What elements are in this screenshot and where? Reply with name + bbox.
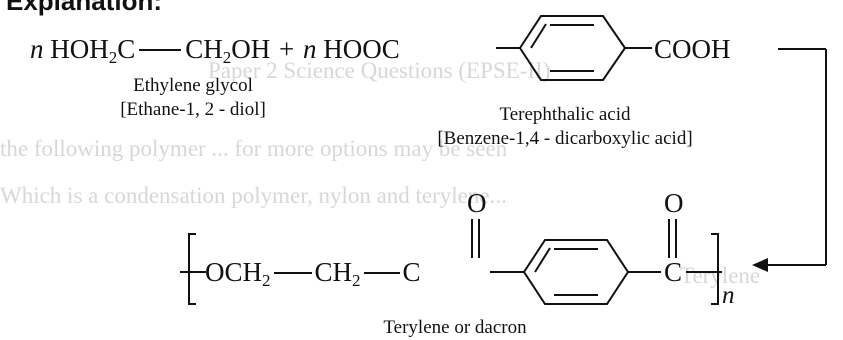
carbonyl-carbon-2: C [664, 257, 683, 287]
terephthalic-acid-label: Terephthalic acid [Benzene-1,4 - dicarbo… [400, 103, 730, 151]
ethylene-glycol-iupac: [Ethane-1, 2 - diol] [120, 98, 266, 120]
background-text-2: the following polymer ... for more optio… [0, 136, 508, 161]
plus-sign: + [279, 34, 295, 64]
hooc-group: HOOC [323, 34, 400, 64]
arrow-head [752, 258, 768, 272]
carbonyl-double-bond-2 [668, 219, 677, 258]
benzene-ring-bottom [522, 239, 630, 305]
right-bracket [686, 233, 722, 305]
subscript-2: 2 [262, 271, 271, 290]
coefficient-n-2: n [303, 34, 317, 64]
ch-group: CH [185, 34, 223, 64]
och2-group: OCH [205, 257, 263, 287]
terephthalic-acid-name: Terephthalic acid [499, 104, 631, 125]
carbonyl-double-bond-1 [471, 219, 480, 258]
background-text-3: Which is a condensation polymer, nylon a… [0, 183, 507, 208]
cooh-group: COOH [654, 34, 731, 64]
carbonyl-carbon-1: C [402, 257, 421, 287]
reaction-arrow [756, 48, 827, 266]
subscript-2: 2 [222, 48, 232, 67]
single-bond [363, 272, 400, 274]
left-bracket [180, 233, 206, 305]
repeat-unit-subscript: n [722, 282, 735, 309]
terylene-label: Terylene or dacron [383, 317, 527, 338]
subscript-2: 2 [352, 271, 361, 290]
ch2-group: CH [314, 257, 353, 287]
explanation-heading: Explanation: [6, 0, 163, 16]
ethylene-glycol-label: Ethylene glycol [Ethane-1, 2 - diol] [108, 74, 278, 122]
single-bond [139, 49, 182, 51]
oh-group: OH [231, 34, 271, 64]
coefficient-n-1: n [30, 34, 44, 64]
background-text-4: Terylene [680, 263, 761, 288]
single-bond [273, 272, 312, 274]
subscript-2: 2 [108, 48, 118, 67]
ethylene-glycol-name: Ethylene glycol [133, 75, 253, 96]
carbon-label: C [117, 34, 136, 64]
carbonyl-oxygen-1: O [467, 188, 487, 218]
carbonyl-oxygen-2: O [664, 188, 684, 218]
hoh-group: HOH [50, 34, 109, 64]
benzene-ring-top [518, 15, 627, 81]
background-text-1: Paper 2 Science Questions (EPSE-II) [208, 58, 551, 83]
terephthalic-acid-iupac: [Benzene-1,4 - dicarboxylic acid] [437, 127, 693, 149]
